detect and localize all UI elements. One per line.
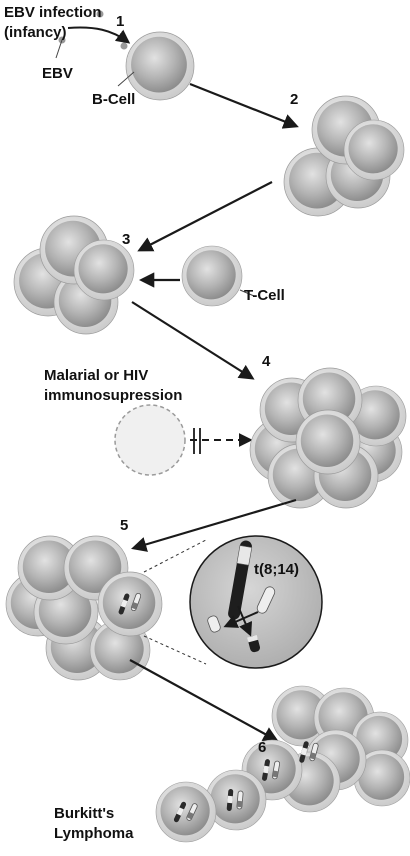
b-cell-label: B-Cell <box>92 91 135 108</box>
immunosuppression-label: Malarial or HIV <box>44 367 148 384</box>
step-1-number: 1 <box>116 13 124 30</box>
ebv-infection-label: EBV infection <box>4 4 102 21</box>
lymphoma-cluster-step-6 <box>156 686 410 842</box>
suppressed-t-cell <box>114 404 186 476</box>
b-cell-cluster-step-4 <box>250 368 406 508</box>
b-cell-cluster-step-2 <box>284 96 404 216</box>
ebv-infection-arrow <box>67 26 131 44</box>
immunosuppression-label-2: immunosupression <box>44 387 182 404</box>
burkitt-lymphoma-label-2: Lymphoma <box>54 825 134 842</box>
chromosome-fragment-light <box>207 615 221 633</box>
step-2-number: 2 <box>290 91 298 108</box>
zoom-line-bottom <box>143 635 207 665</box>
chromosome-14 <box>256 586 276 614</box>
ebv-label: EBV <box>42 65 73 82</box>
b-cell <box>126 32 194 100</box>
b-cell-cluster-step-5 <box>6 536 162 680</box>
b-cell-cluster-step-3 <box>14 216 134 334</box>
magnified-cell: t(8;14) <box>189 535 323 669</box>
step-5-number: 5 <box>120 517 128 534</box>
translocation-arrow-2 <box>223 611 259 628</box>
step-4-number: 4 <box>262 353 271 370</box>
ebv-particle <box>96 10 104 18</box>
b-cell-pointer <box>117 71 135 87</box>
zoom-line-top <box>143 539 207 573</box>
t-cell <box>182 246 242 306</box>
arrow-5-to-6 <box>129 659 279 742</box>
t-cell-label: T-Cell <box>244 287 285 304</box>
arrow-3-to-4 <box>131 301 255 380</box>
step-3-number: 3 <box>122 231 130 248</box>
burkitt-lymphoma-label: Burkitt's <box>54 805 114 822</box>
ebv-particle <box>120 42 128 50</box>
arrow-2-to-3 <box>137 181 273 252</box>
translocation-label: t(8;14) <box>254 561 299 578</box>
translocation-arrow-1 <box>237 605 253 637</box>
ebv-virus-particles <box>55 10 128 59</box>
ebv-infection-label-infancy: (infancy) <box>4 24 67 41</box>
arrow-1-to-2 <box>189 82 299 129</box>
step-6-number: 6 <box>258 739 266 756</box>
arrow-4-to-5 <box>131 498 297 552</box>
chromosome-8 <box>228 540 253 620</box>
